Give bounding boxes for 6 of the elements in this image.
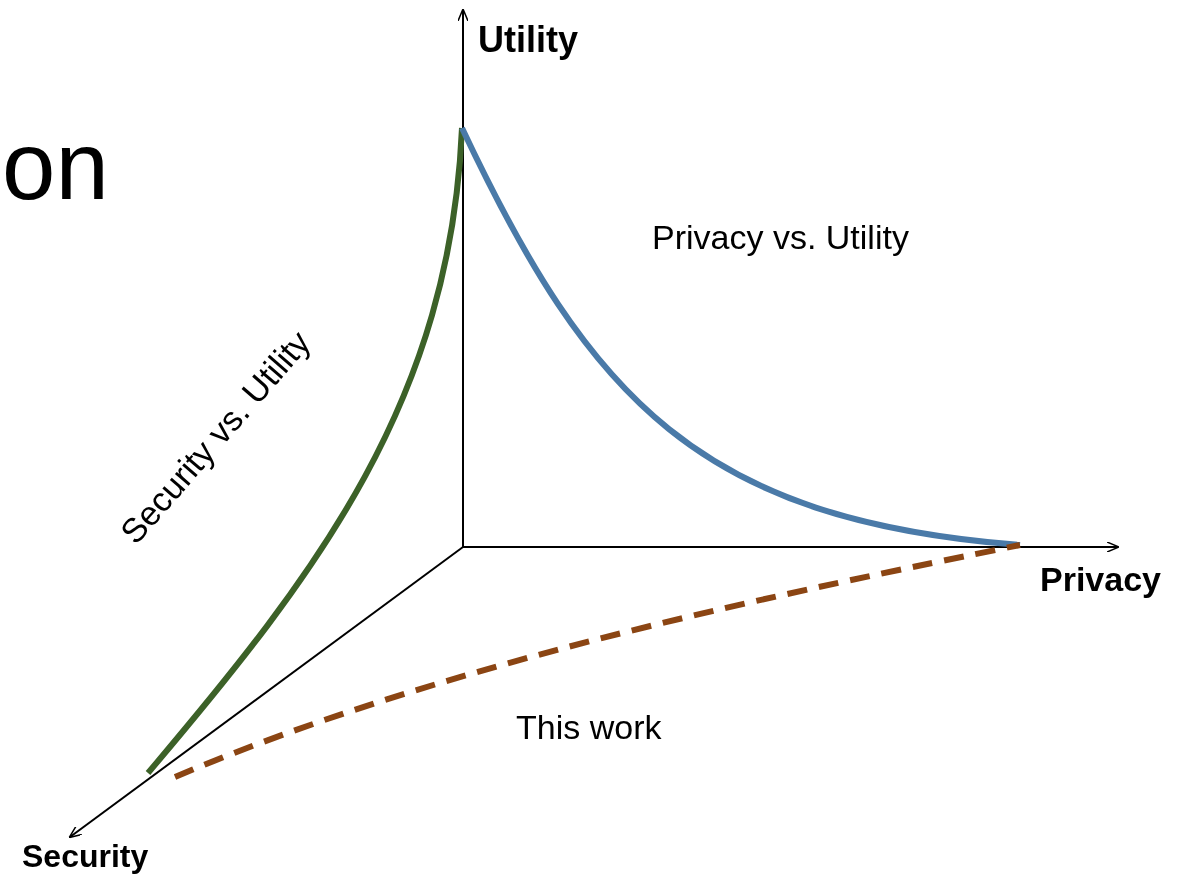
- axis-label: Security: [22, 840, 149, 872]
- title-fragment: on: [2, 118, 109, 214]
- curve-label: Privacy vs. Utility: [652, 220, 909, 254]
- axis-label: Utility: [478, 22, 578, 58]
- curve-label: This work: [516, 710, 662, 744]
- axis-label: Privacy: [1040, 562, 1161, 596]
